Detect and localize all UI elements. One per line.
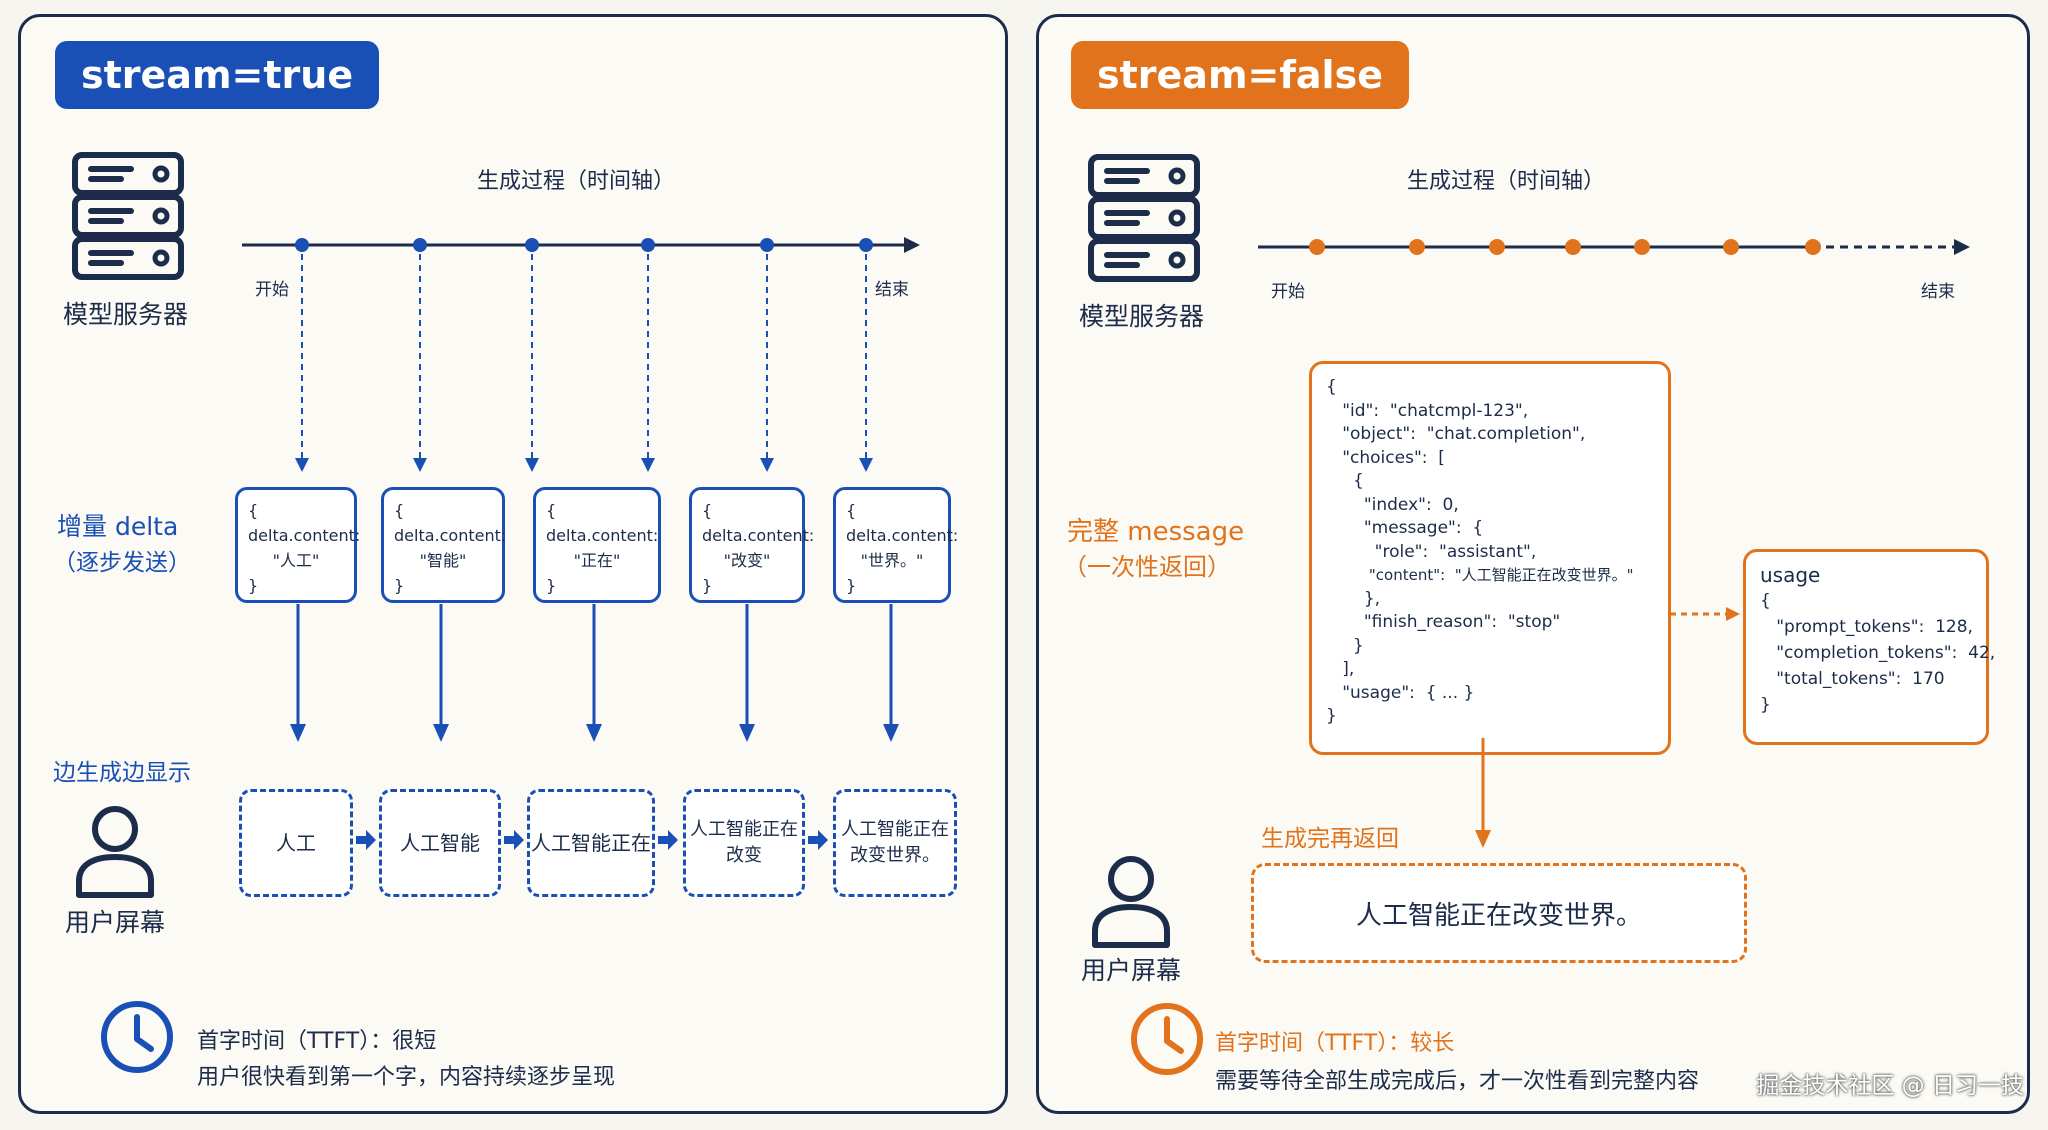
- stream-false-title: stream=false: [1071, 41, 1409, 109]
- delta-label-line1: 增量 delta: [57, 512, 179, 541]
- ttft-description: 需要等待全部生成完成后，才一次性看到完整内容: [1215, 1069, 1700, 1094]
- ttft-description: 用户很快看到第一个字，内容持续逐步呈现: [197, 1065, 616, 1090]
- delta-value: "改变": [723, 551, 771, 570]
- delta-key: delta.content:: [546, 526, 659, 545]
- user-icon: [1092, 856, 1170, 948]
- return-label: 生成完再返回: [1261, 826, 1399, 852]
- usage-title: usage: [1760, 563, 1821, 587]
- delta-key: delta.content:: [394, 526, 507, 545]
- timeline-start-label: 开始: [1271, 282, 1305, 302]
- timeline-end-label: 结束: [875, 280, 909, 300]
- json-response-box: { "id": "chatcmpl-123", "object": "chat.…: [1309, 361, 1671, 755]
- watermark: 掘金技术社区 @ 日习一技: [1756, 1073, 2024, 1099]
- server-label: 模型服务器: [63, 300, 189, 329]
- server-label: 模型服务器: [1079, 302, 1205, 331]
- json-line: "content": "人工智能正在改变世界。": [1326, 566, 1634, 584]
- usage-line: "prompt_tokens": 128,: [1760, 617, 1973, 637]
- timeline-dots: [1309, 239, 1821, 255]
- screen-box-5: 人工智能正在改变世界。: [833, 789, 957, 897]
- stream-true-title: stream=true: [55, 41, 380, 109]
- delta-dashed-drops: [301, 254, 867, 462]
- screen-solid-arrows: [296, 604, 893, 728]
- ttft-title: 首字时间（TTFT）：很短: [197, 1029, 437, 1054]
- delta-value: "正在": [573, 551, 621, 570]
- delta-key: delta.content:: [248, 526, 361, 545]
- timeline-arrowhead: [1954, 239, 1970, 255]
- screen-progress-arrows: [356, 830, 828, 850]
- json-line: "choices": [: [1326, 447, 1445, 468]
- delta-box-1: {delta.content:"人工"}: [235, 487, 361, 603]
- timeline-arrowhead: [904, 237, 920, 253]
- stream-false-panel: stream=false 模型服务器 生成过程（时间轴） 开始 结束 完整 me…: [1036, 14, 2030, 1114]
- display-label: 边生成边显示: [53, 760, 191, 786]
- clock-icon: [101, 1001, 173, 1073]
- json-line: "role": "assistant",: [1326, 541, 1537, 562]
- json-line: }: [1326, 706, 1337, 726]
- final-output-text: 人工智能正在改变世界。: [1355, 900, 1642, 931]
- message-label-line1: 完整 message: [1067, 517, 1245, 547]
- delta-key: delta.content:: [702, 526, 815, 545]
- json-line: "id": "chatcmpl-123",: [1326, 400, 1529, 421]
- json-line: }: [1326, 635, 1364, 656]
- timeline-start-label: 开始: [255, 280, 289, 300]
- json-line: ],: [1326, 659, 1355, 679]
- json-line: "index": 0,: [1326, 494, 1459, 515]
- return-arrowhead: [1475, 830, 1491, 848]
- json-line: "finish_reason": "stop": [1326, 612, 1561, 632]
- json-line: "message": {: [1326, 518, 1484, 538]
- message-label-line2: （一次性返回）: [1063, 553, 1231, 581]
- json-line: {: [1326, 471, 1364, 491]
- screen-box-3: 人工智能正在: [527, 789, 655, 897]
- screen-label: 用户屏幕: [65, 908, 166, 937]
- timeline-end-label: 结束: [1921, 282, 1955, 302]
- delta-box-3: {delta.content:"正在"}: [533, 487, 661, 603]
- json-line: {: [1326, 377, 1337, 397]
- json-line: },: [1326, 588, 1381, 609]
- timeline-dots: [295, 238, 873, 252]
- delta-dashed-arrowheads: [295, 458, 873, 472]
- delta-value: "世界。": [860, 551, 924, 570]
- timeline-title: 生成过程（时间轴）: [1407, 169, 1606, 194]
- usage-line: {: [1760, 591, 1771, 611]
- delta-key: delta.content:: [846, 526, 959, 545]
- json-line: "usage": { ... }: [1326, 682, 1475, 703]
- server-icon: [1088, 154, 1200, 282]
- timeline-title: 生成过程（时间轴）: [477, 169, 676, 194]
- screen-solid-arrowheads: [290, 724, 899, 742]
- delta-label-line2: （逐步发送）: [53, 550, 191, 576]
- delta-box-2: {delta.content:"智能"}: [381, 487, 507, 603]
- screen-box-2: 人工智能: [379, 789, 501, 897]
- usage-connector-arrowhead: [1726, 607, 1740, 621]
- clock-icon: [1131, 1003, 1203, 1075]
- delta-box-4: {delta.content:"改变"}: [689, 487, 815, 603]
- delta-box-5: {delta.content:"世界。"}: [833, 487, 959, 603]
- usage-box: usage{ "prompt_tokens": 128, "completion…: [1743, 549, 1995, 745]
- screen-box-1: 人工: [239, 789, 353, 897]
- server-icon: [72, 152, 184, 280]
- user-icon: [76, 806, 154, 898]
- delta-value: "智能": [419, 551, 467, 570]
- screen-label: 用户屏幕: [1081, 956, 1182, 985]
- screen-box-4: 人工智能正在改变: [683, 789, 805, 897]
- json-line: "object": "chat.completion",: [1326, 424, 1586, 444]
- final-output-box: 人工智能正在改变世界。: [1251, 863, 1747, 963]
- delta-value: "人工": [272, 551, 320, 570]
- stream-true-panel: stream=true 模型服务器 生成过程（时间轴） 开始 结束 增量 del…: [18, 14, 1008, 1114]
- usage-line: }: [1760, 695, 1771, 715]
- ttft-title: 首字时间（TTFT）：较长: [1215, 1031, 1455, 1056]
- usage-line: "total_tokens": 170: [1760, 669, 1945, 689]
